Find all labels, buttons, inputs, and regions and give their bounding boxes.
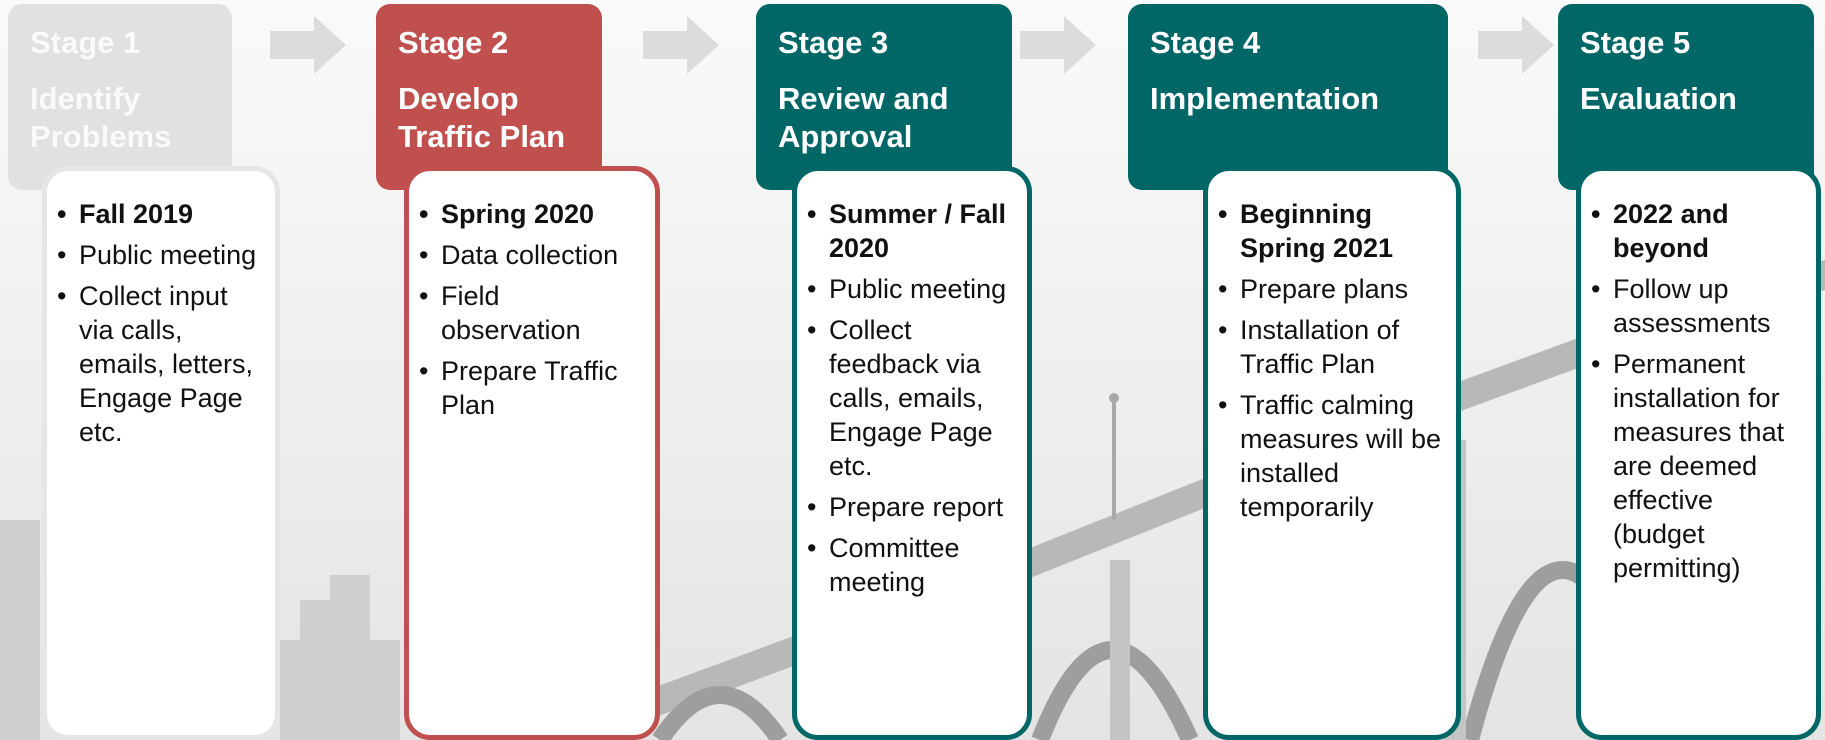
stage-3-header: Stage 3 Review and Approval — [756, 4, 1012, 190]
stage-title: Develop Traffic Plan — [398, 81, 566, 154]
stage-title: Review and Approval — [778, 81, 949, 154]
stage-5-card: 2022 and beyond Follow up assessments Pe… — [1576, 166, 1821, 740]
stage-5-list: 2022 and beyond Follow up assessments Pe… — [1591, 197, 1806, 585]
stage-title: Evaluation — [1580, 81, 1737, 116]
list-item: Public meeting — [807, 272, 1017, 306]
list-item: Data collection — [419, 238, 645, 272]
arrow-shape — [1478, 16, 1554, 74]
stage-2-card: Spring 2020 Data collection Field observ… — [404, 166, 660, 740]
list-item: Permanent installation for measures that… — [1591, 347, 1806, 585]
stage-4-list: Beginning Spring 2021 Prepare plans Inst… — [1218, 197, 1446, 524]
arrow-stage3-to-stage4 — [1020, 16, 1096, 74]
stage-3-card: Summer / Fall 2020 Public meeting Collec… — [792, 166, 1032, 740]
list-item: Prepare Traffic Plan — [419, 354, 645, 422]
stage-number: Stage 2 — [398, 25, 509, 60]
list-item: Prepare report — [807, 490, 1017, 524]
arrow-shape — [643, 16, 719, 74]
list-item: Traffic calming measures will be install… — [1218, 388, 1446, 524]
stage-number: Stage 3 — [778, 25, 889, 60]
stage-2-list: Spring 2020 Data collection Field observ… — [419, 197, 645, 422]
stage-3-list: Summer / Fall 2020 Public meeting Collec… — [807, 197, 1017, 599]
stage-1-list: Fall 2019 Public meeting Collect input v… — [57, 197, 265, 449]
stage-2-header: Stage 2 Develop Traffic Plan — [376, 4, 602, 190]
arrow-stage4-to-stage5 — [1478, 16, 1554, 74]
list-item: Installation of Traffic Plan — [1218, 313, 1446, 381]
stage-5-header: Stage 5 Evaluation — [1558, 4, 1814, 190]
list-item: Public meeting — [57, 238, 265, 272]
stage-4-card: Beginning Spring 2021 Prepare plans Inst… — [1203, 166, 1461, 740]
list-item: Follow up assessments — [1591, 272, 1806, 340]
list-item: Committee meeting — [807, 531, 1017, 599]
arrow-stage1-to-stage2 — [270, 16, 346, 74]
stage-4-header: Stage 4 Implementation — [1128, 4, 1448, 190]
stage-1-card: Fall 2019 Public meeting Collect input v… — [42, 166, 280, 740]
stage-5-timeline: 2022 and beyond — [1591, 197, 1806, 265]
arrow-shape — [270, 16, 346, 74]
stage-2-timeline: Spring 2020 — [419, 197, 645, 231]
stage-1-header: Stage 1 Identify Problems — [8, 4, 232, 190]
list-item: Prepare plans — [1218, 272, 1446, 306]
stage-1-timeline: Fall 2019 — [57, 197, 265, 231]
stage-title: Implementation — [1150, 81, 1380, 116]
arrow-stage2-to-stage3 — [643, 16, 719, 74]
stage-number: Stage 1 — [30, 25, 141, 60]
stage-number: Stage 4 — [1150, 25, 1261, 60]
stage-number: Stage 5 — [1580, 25, 1691, 60]
stage-3-timeline: Summer / Fall 2020 — [807, 197, 1017, 265]
list-item: Collect input via calls, emails, letters… — [57, 279, 265, 449]
list-item: Collect feedback via calls, emails, Enga… — [807, 313, 1017, 483]
stage-4-timeline: Beginning Spring 2021 — [1218, 197, 1446, 265]
list-item: Field observation — [419, 279, 645, 347]
arrow-shape — [1020, 16, 1096, 74]
stage-title: Identify Problems — [30, 81, 172, 154]
